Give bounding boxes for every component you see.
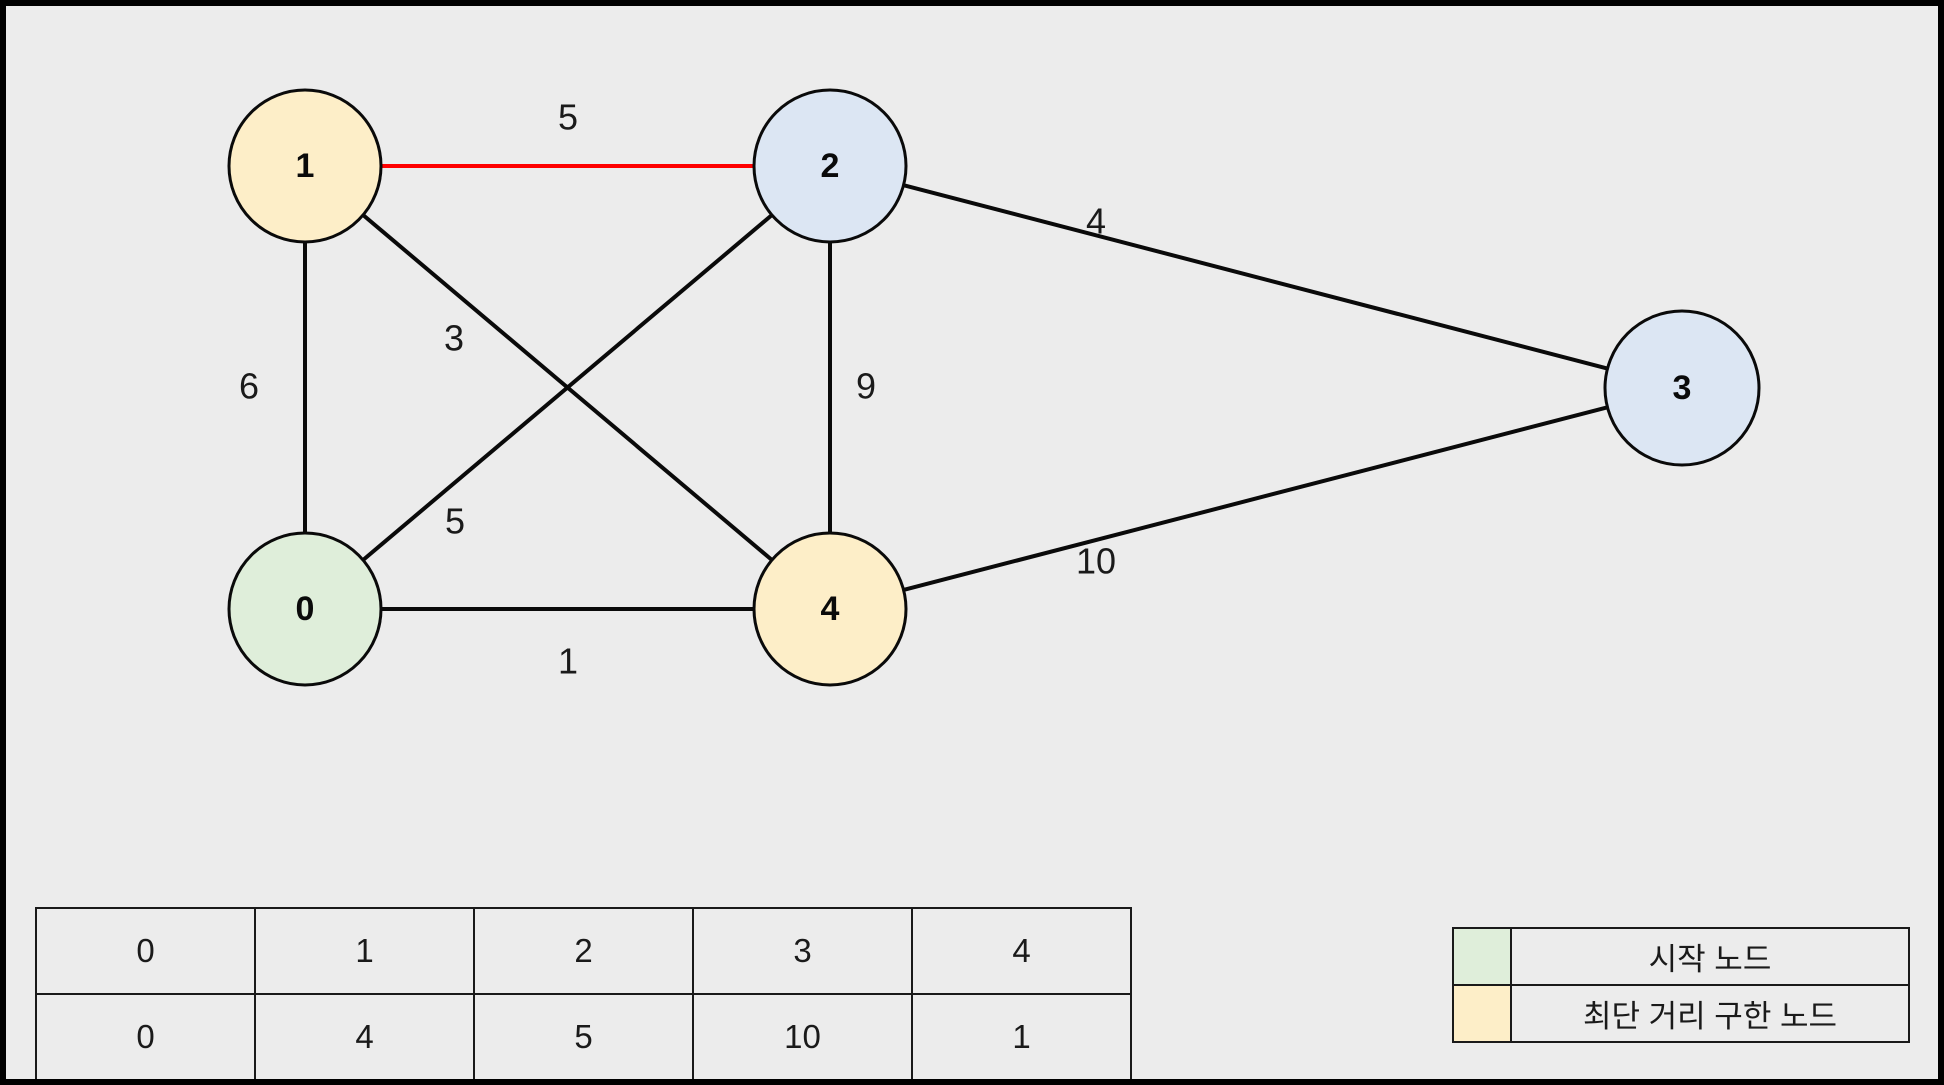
edge-weight-1-0: 6: [239, 366, 259, 407]
table-row-distances: 0 4 5 10 1: [35, 993, 1132, 1079]
edge-4-3: [903, 405, 1608, 592]
table-cell-distance-0: 0: [35, 993, 256, 1079]
edge-weight-4-3: 10: [1076, 541, 1116, 582]
edge-2-3: [903, 183, 1608, 371]
table-cell-index-0: 0: [35, 907, 256, 995]
distance-table: 0 1 2 3 4 0 4 5 10 1: [35, 907, 1132, 1079]
graph-node-label-2: 2: [821, 147, 840, 185]
edge-weight-1-2: 5: [558, 97, 578, 138]
graph-node-1[interactable]: [227, 88, 383, 244]
table-cell-index-4: 4: [911, 907, 1132, 995]
edge-0-2: [361, 213, 774, 562]
graph-node-label-4: 4: [821, 590, 840, 628]
table-cell-distance-4: 1: [911, 993, 1132, 1079]
edge-weight-0-2: 5: [445, 501, 465, 542]
edge-weight-0-4: 1: [558, 641, 578, 682]
legend-label-start-node: 시작 노드: [1510, 927, 1910, 986]
legend-swatch-start-node: [1452, 927, 1512, 986]
legend: 시작 노드 최단 거리 구한 노드: [1452, 927, 1910, 1043]
table-row-indices: 0 1 2 3 4: [35, 907, 1132, 995]
edge-layer: [303, 164, 1608, 611]
graph-node-0[interactable]: [227, 531, 383, 687]
legend-label-settled-node: 최단 거리 구한 노드: [1510, 984, 1910, 1043]
table-cell-index-1: 1: [254, 907, 475, 995]
edge-weight-2-4: 9: [856, 366, 876, 407]
table-cell-distance-2: 5: [473, 993, 694, 1079]
graph-node-2[interactable]: [752, 88, 908, 244]
graph-node-label-1: 1: [296, 147, 315, 185]
table-cell-index-2: 2: [473, 907, 694, 995]
graph-node-4[interactable]: [752, 531, 908, 687]
legend-row-start-node: 시작 노드: [1452, 927, 1910, 986]
edge-weight-1-4: 3: [444, 318, 464, 359]
table-cell-index-3: 3: [692, 907, 913, 995]
table-cell-distance-3: 10: [692, 993, 913, 1079]
graph-svg: 5 6 3 5 1 9 4 10 0 1 2 3 4: [227, 88, 1761, 687]
graph-node-3[interactable]: [1603, 309, 1761, 467]
graph-node-label-0: 0: [296, 590, 315, 628]
graph-node-label-3: 3: [1673, 369, 1692, 407]
legend-row-settled-node: 최단 거리 구한 노드: [1452, 984, 1910, 1043]
legend-swatch-settled-node: [1452, 984, 1512, 1043]
node-layer: 0 1 2 3 4: [227, 88, 1761, 687]
edge-weight-2-3: 4: [1086, 201, 1106, 242]
table-cell-distance-1: 4: [254, 993, 475, 1079]
